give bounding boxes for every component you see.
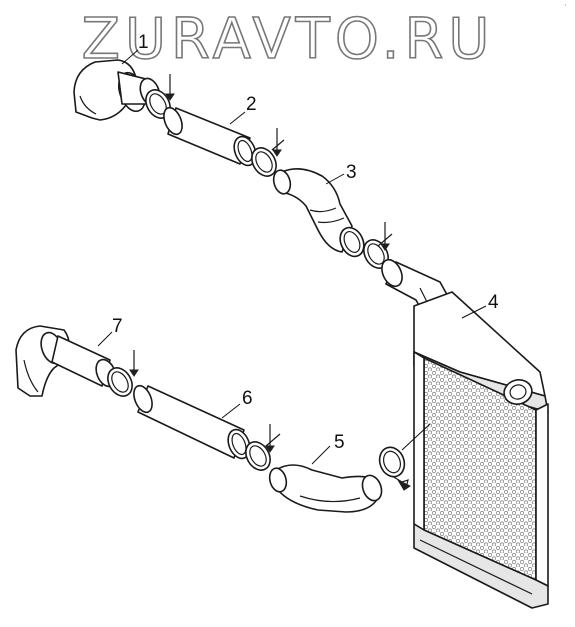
part-2-straight-sleeve <box>163 106 257 167</box>
callout-7: 7 <box>112 316 123 337</box>
part-1-elbow-pipe <box>73 59 161 121</box>
hose-clamp-4 <box>107 350 139 397</box>
hose-clamp-2 <box>251 128 285 177</box>
corner-mark: · <box>564 1 567 11</box>
callout-4: 4 <box>488 292 499 313</box>
callout-1: 1 <box>138 32 149 53</box>
part-3-s-hose <box>272 168 365 258</box>
part-4-intercooler <box>381 258 549 609</box>
part-6-straight-sleeve <box>133 384 251 460</box>
watermark-logo: ZURAVTO.RU <box>82 7 495 72</box>
hose-clamp-5 <box>245 424 281 471</box>
part-7-elbow-pipe <box>15 325 117 397</box>
callout-6: 6 <box>242 388 253 409</box>
callout-3: 3 <box>346 162 357 183</box>
callout-5: 5 <box>334 432 345 453</box>
callout-2: 2 <box>246 94 257 115</box>
callouts: 1 2 3 4 5 6 7 <box>97 32 499 465</box>
part-5-curved-hose <box>268 464 383 513</box>
hose-clamp-6 <box>378 446 411 491</box>
hose-clamp-3 <box>363 222 393 269</box>
